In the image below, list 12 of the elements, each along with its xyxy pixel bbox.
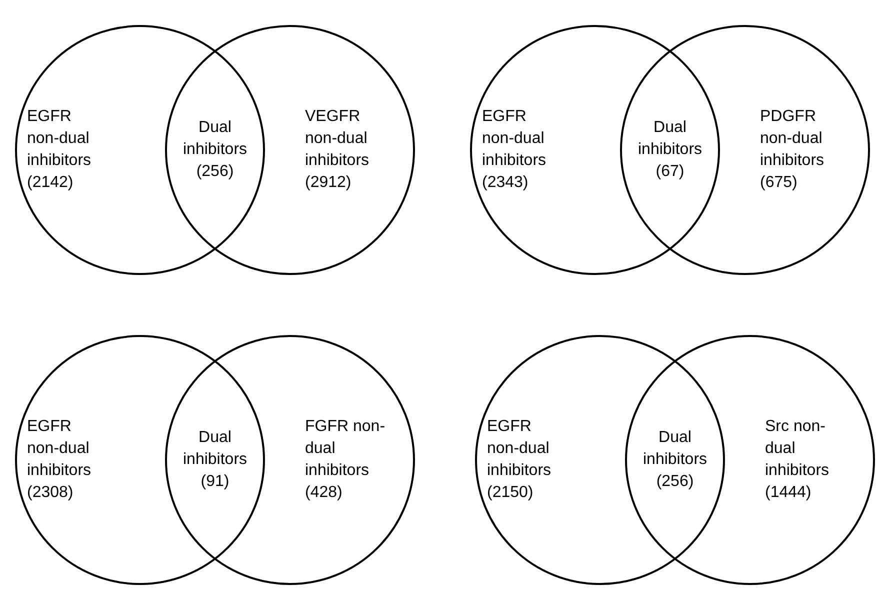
- set-label: PDGFR non-dual inhibitors (675): [760, 107, 826, 193]
- set-label: EGFR non-dual inhibitors (2343): [482, 107, 548, 193]
- set-label: Dual inhibitors (256): [182, 118, 248, 182]
- set-label: Dual inhibitors (67): [636, 118, 704, 182]
- set-label: FGFR non-dual inhibitors (428): [305, 417, 385, 503]
- set-label: EGFR non-dual inhibitors (2150): [487, 417, 552, 503]
- set-label: Dual inhibitors (256): [642, 428, 708, 492]
- set-label: EGFR non-dual inhibitors (2142): [27, 107, 92, 193]
- set-label: Src non-dual inhibitors (1444): [765, 417, 830, 503]
- set-label: VEGFR non-dual inhibitors (2912): [305, 107, 370, 193]
- set-label: Dual inhibitors (91): [182, 428, 248, 492]
- set-label: EGFR non-dual inhibitors (2308): [27, 417, 92, 503]
